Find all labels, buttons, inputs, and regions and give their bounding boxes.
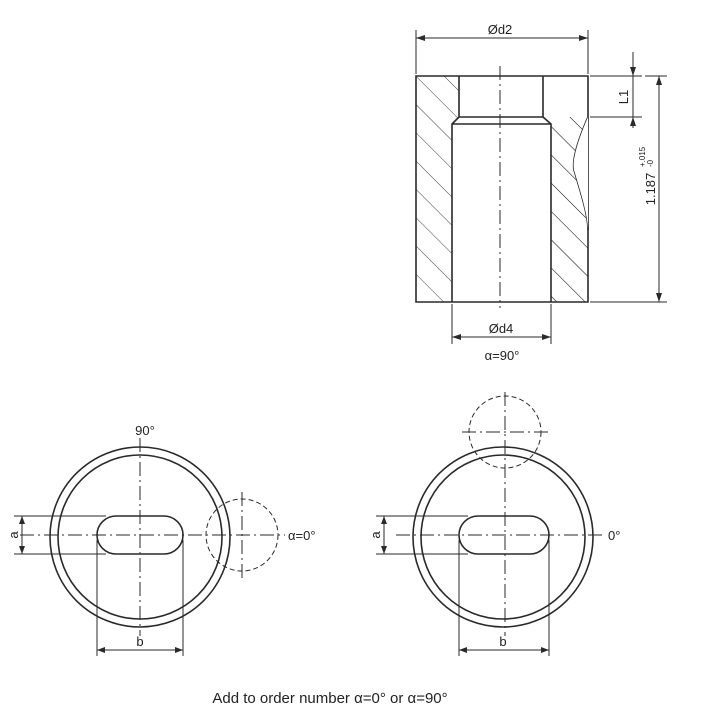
body-outline — [415, 75, 589, 303]
left-wall-hatch — [416, 76, 459, 302]
right-a-arrow-top — [381, 516, 387, 524]
height-tol-lower: -0 — [646, 159, 655, 167]
order-caption: Add to order number α=0° or α=90° — [212, 690, 447, 707]
left-b-arrow-left — [97, 647, 105, 653]
height-arrow-top — [656, 76, 662, 85]
height-label-group: 1.187 +.015 -0 — [638, 146, 658, 205]
d2-arrow-left — [416, 35, 425, 41]
section-note: α=90° — [485, 348, 520, 363]
right-a-arrow-bottom — [381, 546, 387, 554]
right-top-view: 0° a b — [368, 392, 620, 656]
left-top-view: 90° α=0° a b — [6, 423, 316, 656]
left-a-label: a — [6, 531, 21, 539]
left-a-arrow-top — [19, 516, 25, 524]
height-tol-upper: +.015 — [638, 146, 647, 167]
section-view: Ød2 Ød4 α=90° L1 1.187 +.015 -0 — [415, 22, 667, 363]
right-outer-circle — [412, 446, 594, 628]
left-a-arrow-bottom — [19, 546, 25, 554]
d4-arrow-right — [542, 334, 551, 340]
d2-label: Ød2 — [488, 22, 513, 37]
slot-edge-fill — [573, 117, 588, 230]
d4-arrow-left — [452, 334, 461, 340]
right-inner-circle — [420, 454, 586, 620]
right-b-arrow-right — [541, 647, 549, 653]
d2-arrow-right — [579, 35, 588, 41]
right-b-arrow-left — [459, 647, 467, 653]
right-a-label: a — [368, 531, 383, 539]
right-side-angle-label: 0° — [608, 528, 620, 543]
right-b-label: b — [499, 634, 506, 649]
d4-label: Ød4 — [489, 321, 514, 336]
height-arrow-bottom — [656, 293, 662, 302]
left-side-angle-label: α=0° — [288, 528, 316, 543]
upper-bore — [451, 76, 552, 302]
l1-label: L1 — [616, 90, 631, 104]
l1-arrow-bottom — [630, 117, 636, 126]
left-top-angle-label: 90° — [135, 423, 155, 438]
height-value: 1.187 — [643, 173, 658, 206]
left-b-arrow-right — [175, 647, 183, 653]
l1-arrow-top — [630, 67, 636, 76]
left-b-label: b — [136, 634, 143, 649]
